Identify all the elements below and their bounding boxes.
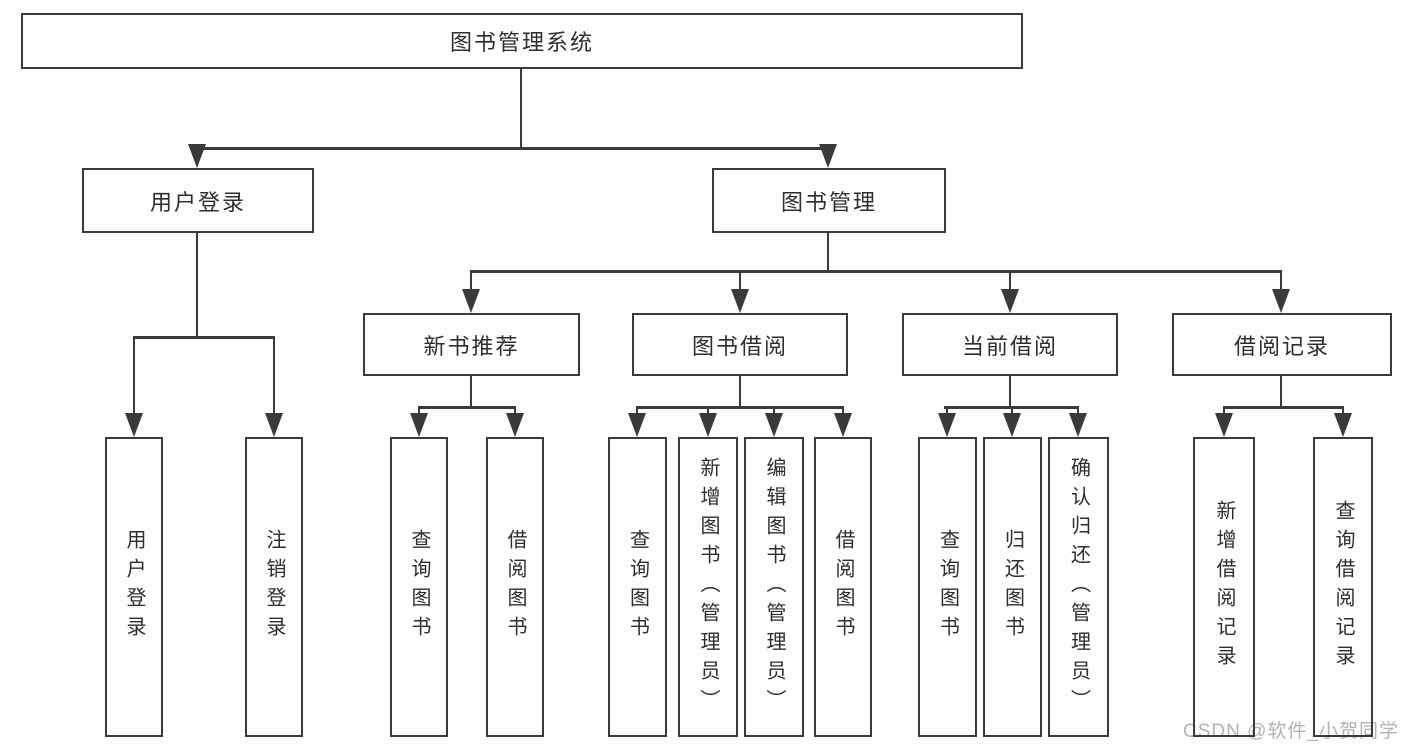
node-label: 查询图书 xyxy=(626,529,649,645)
arrow-down-icon xyxy=(628,413,646,437)
node-label: 新书推荐 xyxy=(423,333,520,359)
connector-shaft xyxy=(635,406,639,415)
node-label: 当前借阅 xyxy=(961,333,1058,359)
node-new-book-recommend: 新书推荐 xyxy=(363,313,580,376)
node-label: 借阅图书 xyxy=(832,529,854,645)
connector-shaft xyxy=(469,270,473,291)
node-leaf-add-book-admin: 新增图书（管理员） xyxy=(678,437,738,737)
node-current-borrowing: 当前借阅 xyxy=(902,313,1118,376)
arrow-down-icon xyxy=(188,144,206,168)
arrow-down-icon xyxy=(834,413,852,437)
connector-bus xyxy=(195,147,830,150)
connector-stem xyxy=(469,376,473,408)
node-label: 确认归还（管理员） xyxy=(1067,456,1090,718)
node-label: 借阅图书 xyxy=(504,529,526,645)
node-leaf-confirm-return-admin: 确认归还（管理员） xyxy=(1048,437,1109,737)
node-label: 新增借阅记录 xyxy=(1213,500,1235,674)
node-label: 注销登录 xyxy=(263,529,285,645)
arrow-down-icon xyxy=(1272,289,1290,313)
connector-bus xyxy=(635,406,845,409)
node-leaf-query-books-1: 查询图书 xyxy=(390,437,448,737)
arrow-down-icon xyxy=(938,413,956,437)
node-leaf-query-books-3: 查询图书 xyxy=(918,437,977,737)
node-label: 新增图书（管理员） xyxy=(697,456,719,718)
connector-shaft xyxy=(945,406,949,415)
connector-bus xyxy=(417,406,517,409)
node-leaf-borrow-books-1: 借阅图书 xyxy=(486,437,544,737)
connector-bus xyxy=(132,336,276,339)
node-leaf-query-borrow-record: 查询借阅记录 xyxy=(1313,437,1373,737)
arrow-down-icon xyxy=(1215,413,1233,437)
node-leaf-borrow-books-2: 借阅图书 xyxy=(814,437,872,737)
node-label: 用户登录 xyxy=(149,189,246,215)
node-label: 借阅记录 xyxy=(1233,333,1330,359)
arrow-down-icon xyxy=(1334,413,1352,437)
arrow-down-icon xyxy=(819,144,837,168)
node-leaf-query-books-2: 查询图书 xyxy=(608,437,667,737)
arrow-down-icon xyxy=(410,413,428,437)
connector-shaft xyxy=(132,336,136,415)
node-label: 用户登录 xyxy=(123,529,145,645)
arrow-down-icon xyxy=(699,413,717,437)
node-user-login: 用户登录 xyxy=(82,168,314,233)
connector-bus xyxy=(1222,406,1345,409)
connector-shaft xyxy=(841,406,845,415)
node-leaf-add-borrow-record: 新增借阅记录 xyxy=(1193,437,1255,737)
arrow-down-icon xyxy=(765,413,783,437)
connector-shaft xyxy=(1341,406,1345,415)
connector-shaft xyxy=(706,406,710,415)
node-label: 编辑图书（管理员） xyxy=(763,456,785,718)
connector-stem xyxy=(195,233,199,338)
node-label: 查询图书 xyxy=(408,529,430,645)
connector-stem xyxy=(738,376,742,408)
connector-shaft xyxy=(1076,406,1080,415)
connector-stem xyxy=(1279,376,1283,408)
node-label: 查询图书 xyxy=(936,529,959,645)
node-label: 图书管理 xyxy=(780,189,877,215)
node-leaf-logout: 注销登录 xyxy=(245,437,303,737)
connector-stem xyxy=(826,232,830,272)
arrow-down-icon xyxy=(125,413,143,437)
node-leaf-user-login: 用户登录 xyxy=(105,437,163,737)
arrow-down-icon xyxy=(1003,413,1021,437)
connector-shaft xyxy=(738,270,742,291)
arrow-down-icon xyxy=(1069,413,1087,437)
arrow-down-icon xyxy=(462,289,480,313)
connector-bus xyxy=(469,270,1283,273)
node-book-borrowing: 图书借阅 xyxy=(632,313,848,376)
node-borrowing-records: 借阅记录 xyxy=(1172,313,1392,376)
connector-shaft xyxy=(417,406,421,415)
node-label: 图书管理系统 xyxy=(449,30,594,55)
connector-shaft xyxy=(272,336,276,415)
connector-stem xyxy=(1008,376,1012,408)
connector-shaft xyxy=(1279,270,1283,291)
arrow-down-icon xyxy=(506,413,524,437)
node-leaf-edit-book-admin: 编辑图书（管理员） xyxy=(744,437,804,737)
node-label: 查询借阅记录 xyxy=(1332,500,1354,674)
arrow-down-icon xyxy=(265,413,283,437)
node-library-system: 图书管理系统 xyxy=(21,13,1023,69)
arrow-down-icon xyxy=(1001,289,1019,313)
connector-stem xyxy=(519,68,523,149)
connector-shaft xyxy=(1222,406,1226,415)
connector-shaft xyxy=(1010,406,1014,415)
connector-shaft xyxy=(1008,270,1012,291)
node-label: 图书借阅 xyxy=(691,333,788,359)
arrow-down-icon xyxy=(731,289,749,313)
node-leaf-return-book: 归还图书 xyxy=(983,437,1042,737)
node-book-management: 图书管理 xyxy=(712,168,946,233)
connector-shaft xyxy=(772,406,776,415)
connector-shaft xyxy=(513,406,517,415)
node-label: 归还图书 xyxy=(1001,529,1024,645)
